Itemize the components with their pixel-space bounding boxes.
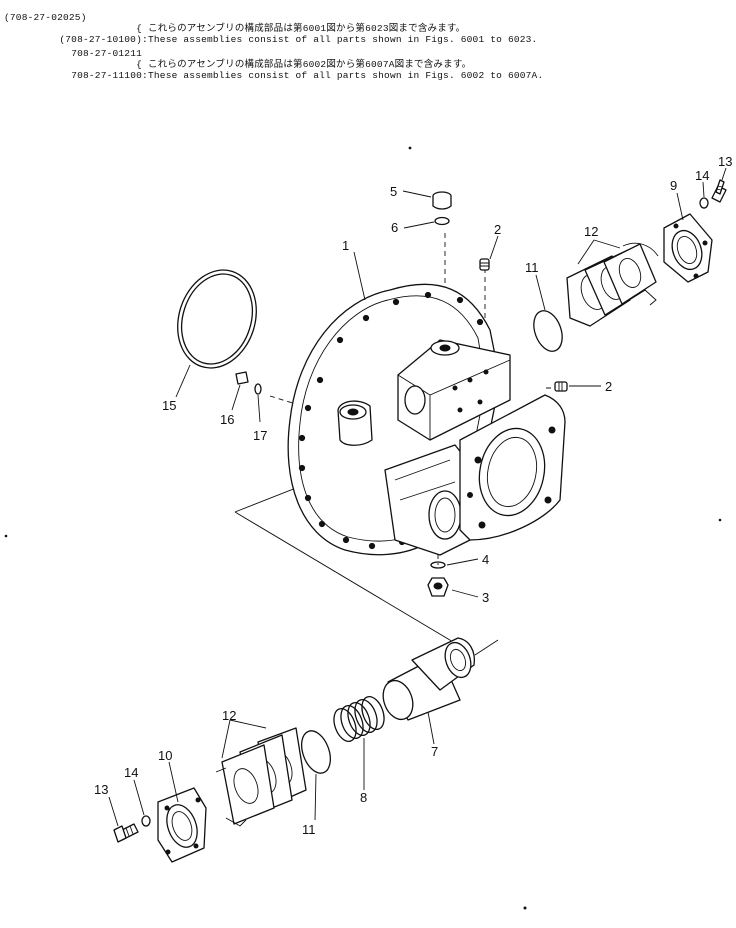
o-ring-upper — [533, 310, 563, 352]
note-line-en-2: 708-27-11100:These assemblies consist of… — [4, 70, 543, 81]
valve-body — [397, 339, 511, 441]
mounting-plate — [459, 394, 566, 541]
note-text-en: These assemblies consist of all parts sh… — [148, 34, 538, 45]
callout-12: 12 — [222, 708, 236, 723]
note-line-ja-2: { これらのアセンブリの構成部品は第6002図から第6007A図まで含みます。 — [4, 59, 471, 70]
brace-mark: { — [136, 59, 142, 70]
note-text-en: These assemblies consist of all parts sh… — [148, 70, 544, 81]
gasket-set-upper — [566, 242, 659, 327]
assembly-note-header: (708-27-02025) { これらのアセンブリの構成部品は第6001図から第… — [0, 0, 736, 90]
callout-16: 16 — [220, 412, 234, 427]
callout-17: 17 — [253, 428, 267, 443]
large-o-ring — [177, 269, 257, 369]
small-plug — [479, 258, 490, 271]
brace-mark: { — [136, 23, 142, 34]
callout-2: 2 — [605, 379, 612, 394]
callout-8: 8 — [360, 790, 367, 805]
callout-9: 9 — [670, 178, 677, 193]
callout-6: 6 — [391, 220, 398, 235]
callout-15: 15 — [162, 398, 176, 413]
callout-11: 11 — [525, 260, 539, 275]
mounting-housing — [384, 444, 476, 556]
washer-upper — [699, 197, 709, 209]
callout-13: 13 — [718, 154, 732, 169]
callout-14: 14 — [124, 765, 138, 780]
callout-12: 12 — [584, 224, 598, 239]
spring-bellows — [333, 696, 385, 742]
o-ring-lower — [301, 730, 331, 774]
part-number-line: 708-27-01211 — [4, 48, 142, 59]
note-line-ja-1: { これらのアセンブリの構成部品は第6001図から第6023図まで含みます。 — [4, 23, 465, 34]
callout-2: 2 — [494, 222, 501, 237]
callout-10: 10 — [158, 748, 172, 763]
note-text-ja: これらのアセンブリの構成部品は第6001図から第6023図まで含みます。 — [148, 23, 466, 34]
small-o-ring — [254, 383, 262, 395]
plug-top — [432, 191, 452, 226]
callout-leaders — [108, 167, 727, 827]
flange-boss — [337, 400, 373, 446]
plug-bottom — [427, 561, 449, 597]
pin — [235, 371, 249, 385]
callout-4: 4 — [482, 552, 489, 567]
note-text-ja: これらのアセンブリの構成部品は第6002図から第6007A図まで含みます。 — [148, 59, 472, 70]
note-line-en-1: (708-27-10100):These assemblies consist … — [4, 34, 537, 45]
callout-13: 13 — [94, 782, 108, 797]
part-number-line: (708-27-02025) — [4, 12, 87, 23]
bolt-upper — [711, 179, 727, 203]
callout-3: 3 — [482, 590, 489, 605]
part-number: 708-27-11100 — [71, 70, 142, 81]
callout-14: 14 — [695, 168, 709, 183]
part-number: (708-27-02025) — [4, 12, 87, 23]
bolt-lower — [113, 823, 139, 843]
part-number: (708-27-10100) — [59, 34, 142, 45]
scan-specks — [4, 146, 722, 910]
callout-5: 5 — [390, 184, 397, 199]
callout-1: 1 — [342, 238, 349, 253]
washer-lower — [141, 815, 151, 827]
part-number: 708-27-01211 — [71, 48, 142, 59]
callout-7: 7 — [431, 744, 438, 759]
callout-numbers: 1 2 2 3 4 5 6 7 8 9 10 11 11 12 12 13 13… — [94, 154, 732, 837]
gasket-set-lower — [215, 727, 307, 827]
bearing-cover-lower — [157, 787, 207, 863]
callout-11: 11 — [302, 822, 316, 837]
sleeve — [382, 637, 476, 721]
small-plug — [554, 381, 568, 392]
bearing-cover-upper — [663, 213, 713, 283]
